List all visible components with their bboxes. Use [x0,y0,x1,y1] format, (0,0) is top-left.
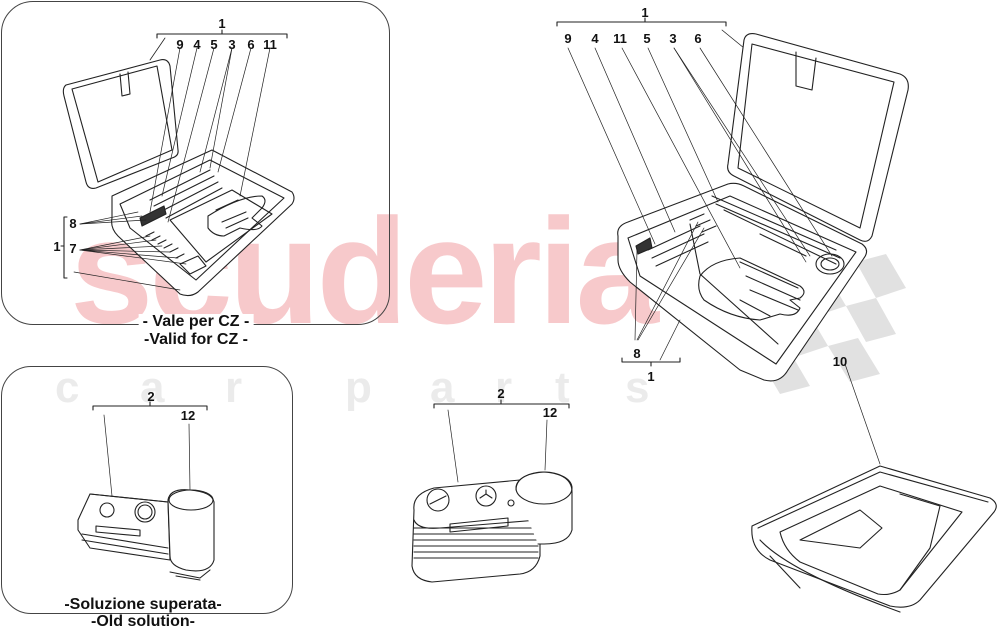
callout-1-group: 1 [218,16,226,31]
caption-vale-per-cz: - Vale per CZ - [138,314,254,330]
callout-1-main-bottom: 1 [647,369,655,384]
callout-5: 5 [210,37,218,52]
caption-soluzione-superata: -Soluzione superata- [60,597,226,613]
callout-10: 10 [832,354,848,369]
callout-2-new: 2 [497,386,505,401]
callout-8: 8 [69,216,77,231]
new-compressor-drawing [411,399,573,583]
cz-toolkit-drawing [60,29,295,297]
callout-6: 6 [247,37,255,52]
callout-1-side: 1 [53,239,61,254]
callout-12-new: 12 [542,405,558,420]
callout-3: 3 [228,37,236,52]
callout-11-main: 11 [613,31,627,46]
car-parts-watermark: c a r p a r t s [55,363,650,412]
callout-1-main-top: 1 [641,5,649,20]
callout-8-main: 8 [633,346,641,361]
callout-12-old: 12 [180,408,196,423]
callout-9: 9 [176,37,184,52]
callout-7: 7 [69,241,77,256]
callout-6-main: 6 [694,31,702,46]
tray-drawing [751,363,997,613]
callout-11: 11 [263,37,277,52]
callout-2-old: 2 [147,389,155,404]
caption-valid-for-cz: -Valid for CZ - [140,332,252,348]
callout-5-main: 5 [643,31,651,46]
caption-old-solution: -Old solution- [87,614,199,630]
callout-9-main: 9 [564,31,572,46]
callout-3-main: 3 [669,31,677,46]
callout-4: 4 [193,37,201,52]
old-compressor-drawing [77,401,215,581]
main-toolkit-drawing [556,17,909,382]
panel-old-solution [1,366,293,614]
callout-4-main: 4 [591,31,599,46]
